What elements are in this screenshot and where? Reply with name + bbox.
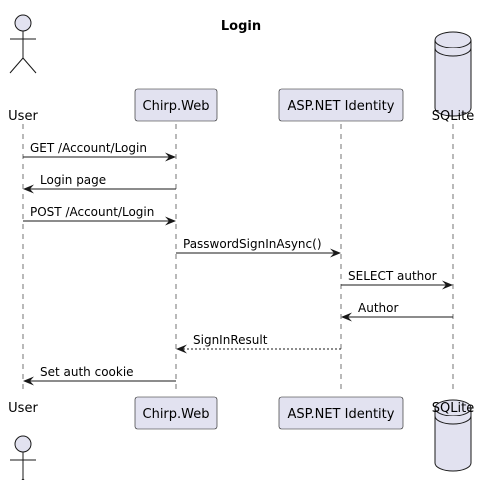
participant-box [278, 396, 404, 430]
participant-box [134, 396, 218, 430]
message-label: Login page [40, 173, 106, 187]
participant-label: ASP.NET Identity [288, 99, 395, 114]
participant-identity-bottom: ASP.NET Identity [278, 396, 404, 430]
message-label: POST /Account/Login [30, 205, 154, 219]
actor-figure-icon [9, 14, 37, 74]
participant-identity-top: ASP.NET Identity [278, 88, 404, 122]
actor-figure-icon [10, 435, 36, 480]
arrowhead-icon [442, 280, 453, 290]
arrowhead-icon [165, 152, 176, 162]
arrowhead-icon [23, 184, 34, 194]
message-1: GET /Account/Login [23, 141, 176, 162]
arrowhead-icon [330, 248, 341, 258]
message-8: Set auth cookie [23, 365, 176, 386]
message-label: Author [358, 301, 398, 315]
participant-label: SQLite [432, 109, 474, 124]
database-icon [434, 399, 472, 472]
participant-user-top: User [8, 14, 38, 124]
message-label: SELECT author [348, 269, 437, 283]
message-3: POST /Account/Login [23, 205, 176, 226]
database-icon [434, 31, 472, 117]
diagram-title: Login [221, 19, 261, 34]
arrowhead-icon [165, 216, 176, 226]
message-label: SignInResult [193, 333, 268, 347]
message-4: PasswordSignInAsync() [176, 237, 341, 258]
participant-box [134, 88, 218, 122]
message-5: SELECT author [341, 269, 453, 290]
message-label: GET /Account/Login [30, 141, 147, 155]
message-6: Author [341, 301, 453, 322]
arrowhead-icon [176, 344, 187, 354]
participant-box [278, 88, 404, 122]
participant-label: SQLite [432, 401, 474, 416]
arrowhead-icon [341, 312, 352, 322]
participant-sqlite-top: SQLite [432, 31, 474, 124]
participant-label: ASP.NET Identity [288, 407, 395, 422]
participant-label: User [8, 401, 38, 416]
participant-label: Chirp.Web [143, 407, 210, 422]
message-label: PasswordSignInAsync() [183, 237, 322, 251]
participant-label: Chirp.Web [143, 99, 210, 114]
arrowhead-icon [23, 376, 34, 386]
participant-sqlite-bottom: SQLite [432, 399, 474, 472]
message-7: SignInResult [176, 333, 341, 354]
message-label: Set auth cookie [40, 365, 134, 379]
participant-user-bottom: User [8, 401, 38, 480]
participant-label: User [8, 109, 38, 124]
participant-web-top: Chirp.Web [134, 88, 218, 122]
message-2: Login page [23, 173, 176, 194]
participant-web-bottom: Chirp.Web [134, 396, 218, 430]
